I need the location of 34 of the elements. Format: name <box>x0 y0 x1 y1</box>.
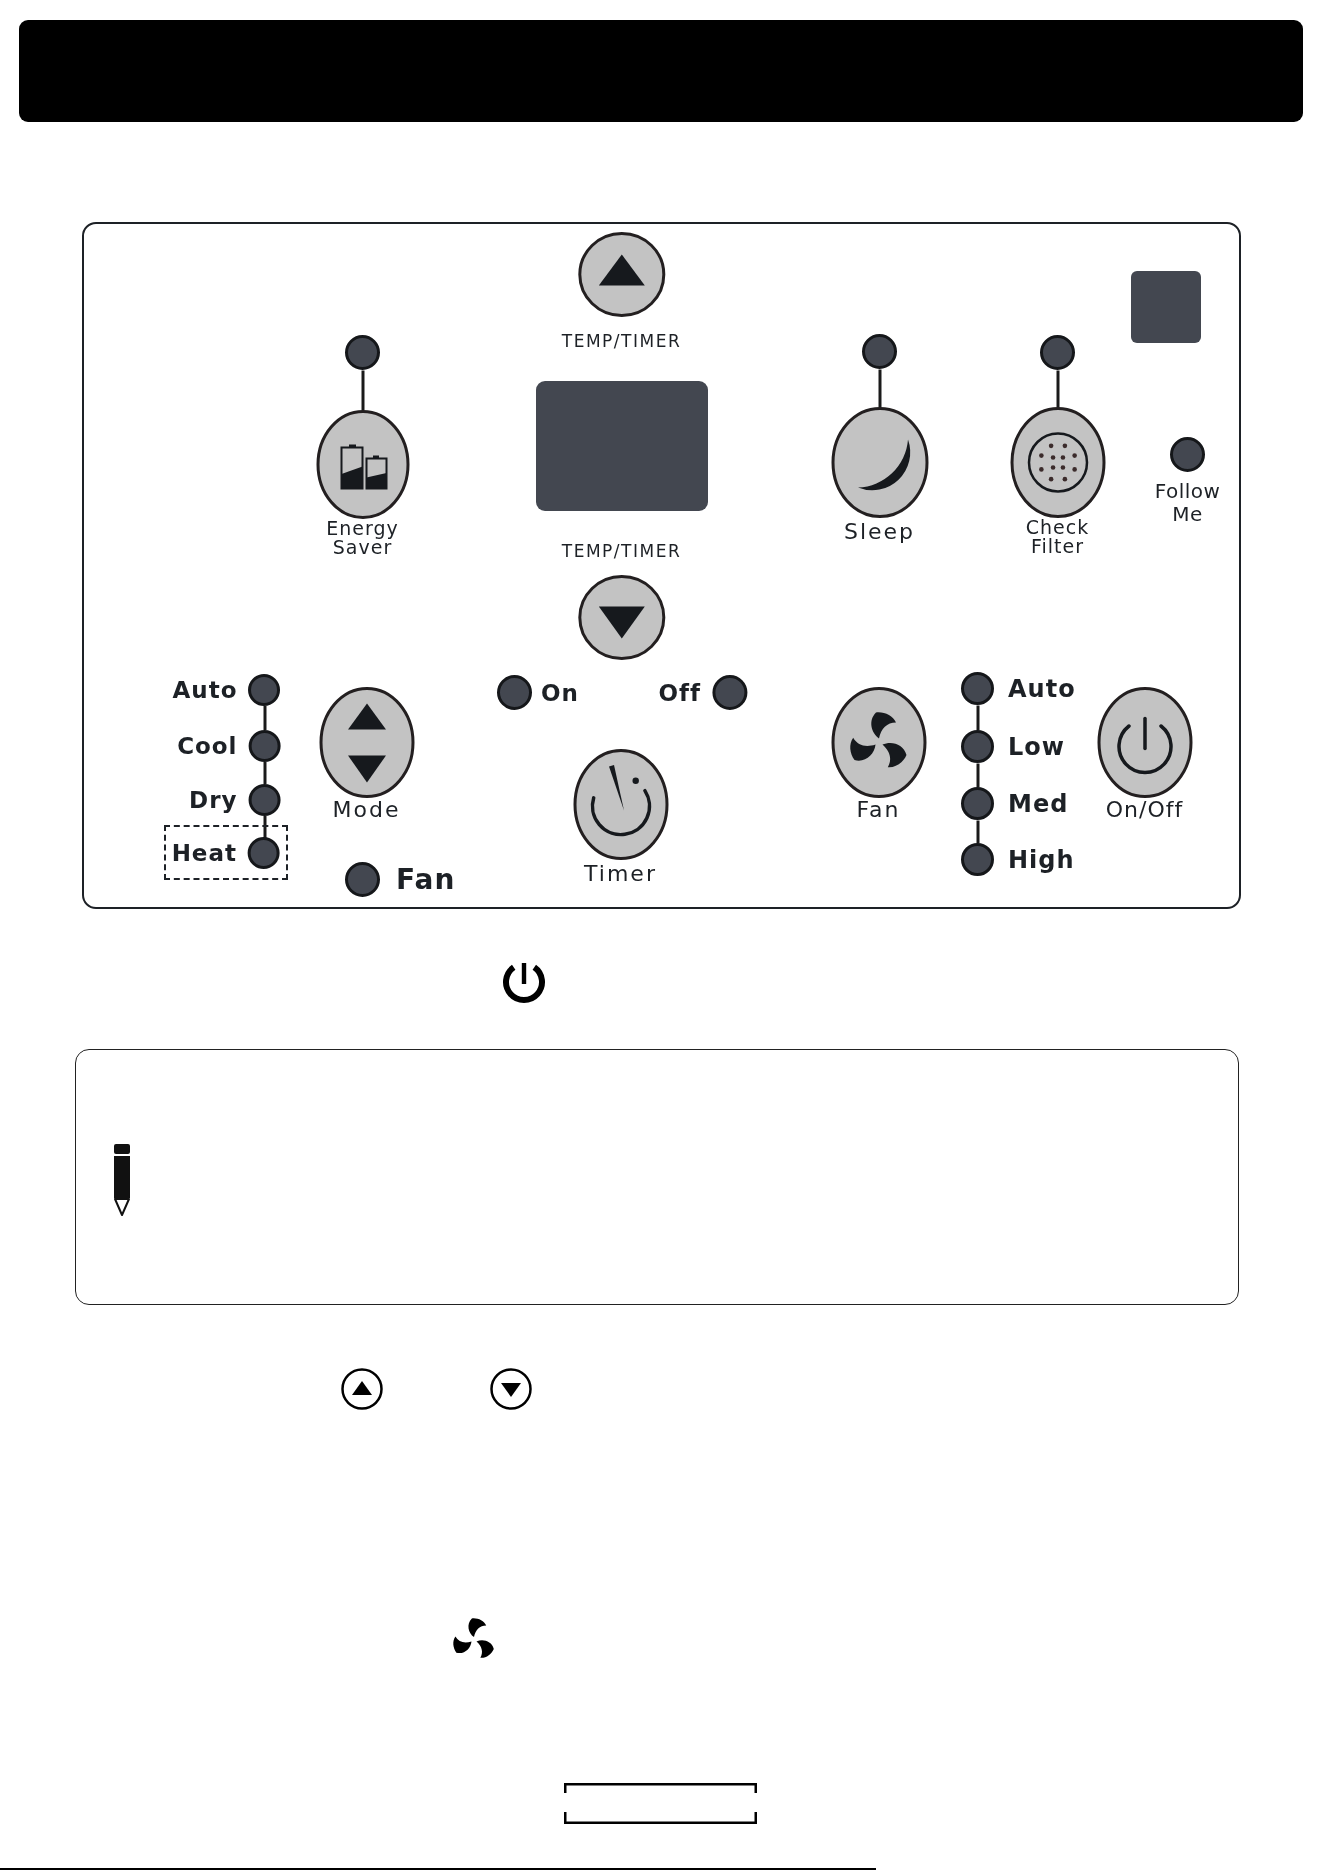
indicator-label: Dry <box>189 786 238 813</box>
indicator-label: On <box>541 679 579 706</box>
button-label: Mode <box>332 798 401 822</box>
display-screen <box>535 380 708 511</box>
indicator-label: Cool <box>177 732 238 759</box>
sensor-window <box>1130 270 1201 343</box>
connector-line <box>263 706 267 730</box>
connector-line <box>361 370 365 411</box>
button-label: On/Off <box>1105 798 1184 822</box>
control-panel <box>82 222 1241 909</box>
indicator-label: Off <box>658 679 701 706</box>
button-label: Sleep <box>843 520 916 544</box>
indicator-label: Med <box>1008 789 1069 818</box>
connector-line <box>976 705 980 731</box>
connector-line <box>263 816 267 838</box>
dashed-frame <box>163 824 288 880</box>
button-label: Check Filter <box>1024 518 1091 556</box>
indicator-label: Fan <box>396 863 456 896</box>
button-label: Timer <box>584 862 657 886</box>
indicator-label: Low <box>1008 732 1065 761</box>
connector-line <box>1056 370 1060 408</box>
indicator-label: Follow Me <box>1153 480 1222 526</box>
button-label: TEMP/TIMER <box>561 331 682 351</box>
connector-line <box>976 763 980 788</box>
indicator-label: High <box>1008 845 1075 874</box>
button-label: Energy Saver <box>325 519 400 557</box>
connector-line <box>263 762 267 784</box>
button-label: Fan <box>856 798 901 822</box>
connector-line <box>878 369 882 408</box>
connector-line <box>976 820 980 844</box>
button-label: TEMP/TIMER <box>561 541 682 561</box>
indicator-label: Auto <box>172 676 238 703</box>
indicator-label: Auto <box>1008 674 1076 703</box>
indicator-label: Heat <box>171 840 237 866</box>
